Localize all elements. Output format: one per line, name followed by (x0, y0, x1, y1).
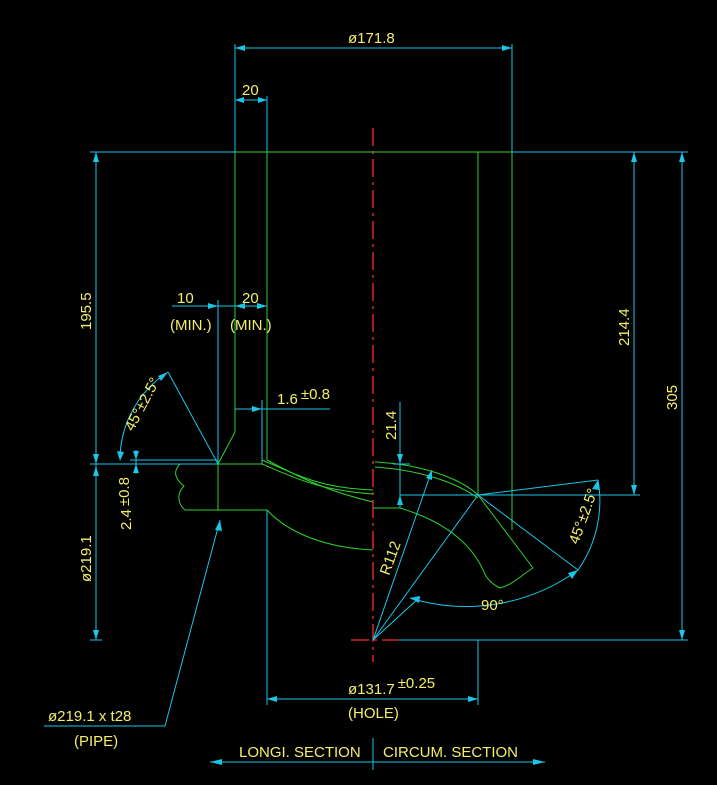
dim-min-lengths (172, 300, 267, 464)
label-land: 2.4±0.8 (116, 477, 135, 530)
label-height-left: 195.5 (78, 292, 95, 330)
label-min20: 20 (242, 290, 259, 307)
label-min10-note: (MIN.) (170, 317, 212, 334)
label-section-circum: CIRCUM. SECTION (383, 744, 518, 761)
label-gap: 1.6±0.8 (277, 386, 330, 408)
pipe-circum-section (373, 461, 534, 589)
label-radius: R112 (377, 539, 405, 577)
dim-hole (266, 510, 479, 705)
label-wall-top: 20 (242, 82, 259, 99)
dim-wall-top (235, 96, 268, 152)
dim-radius-angle (372, 469, 601, 641)
label-min10: 10 (177, 290, 194, 307)
label-height-total: 305 (664, 385, 681, 410)
label-hole-dia: ø131.7±0.25 (348, 675, 435, 698)
label-bevel-left: 45°±2.5° (122, 375, 164, 434)
label-hole-note: (HOLE) (348, 705, 399, 722)
dim-bevel-left (100, 371, 219, 465)
label-pipe-dia-dim: ø219.1 (78, 535, 95, 582)
dim-right-verticals (398, 151, 688, 641)
label-top-diameter: ø171.8 (348, 30, 395, 47)
label-section-longi: LONGI. SECTION (239, 744, 361, 761)
dim-offset (393, 402, 478, 508)
dim-left-verticals (90, 151, 235, 641)
pipe-callout-leader (44, 519, 222, 727)
label-pipe-note: (PIPE) (74, 733, 118, 750)
dim-top-diameter (234, 44, 513, 152)
label-offset: 21.4 (383, 411, 400, 440)
label-pipe-callout: ø219.1 x t28 (48, 708, 131, 725)
dim-land (130, 450, 218, 474)
pipe-longi-section (175, 431, 374, 551)
section-divider (210, 738, 545, 770)
dim-gap (235, 400, 330, 464)
label-height-inner: 214.4 (616, 308, 633, 346)
label-angle: 90° (481, 597, 504, 614)
label-min20-note: (MIN.) (230, 317, 272, 334)
